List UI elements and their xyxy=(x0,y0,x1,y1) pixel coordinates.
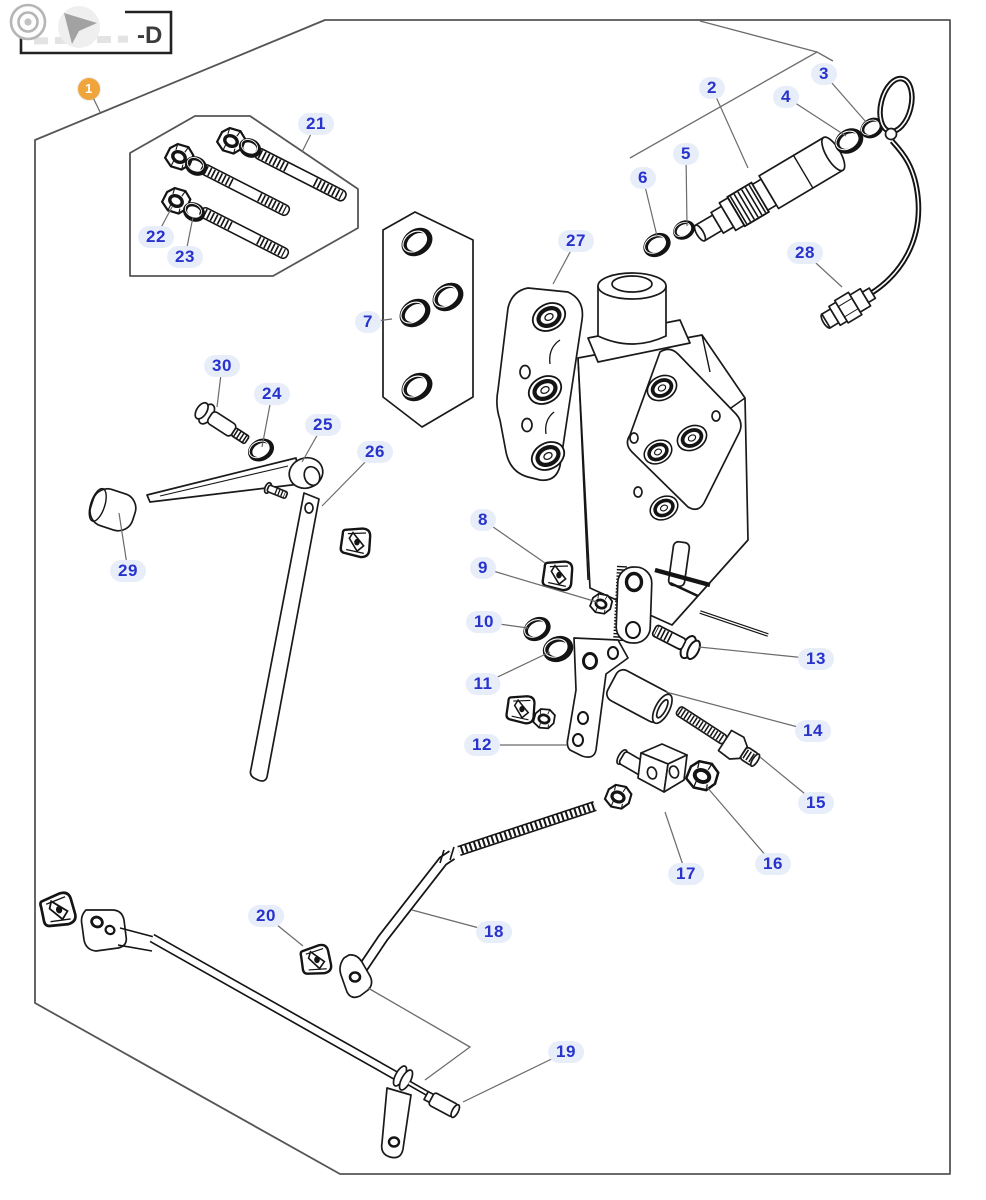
part-callout-23[interactable]: 23 xyxy=(167,246,203,268)
part-callout-22[interactable]: 22 xyxy=(138,226,174,248)
bushing-part-14 xyxy=(605,668,673,725)
connector-lanyard-part-28 xyxy=(820,75,922,329)
shoulder-bolt-part-30 xyxy=(194,401,250,445)
part-callout-27[interactable]: 27 xyxy=(558,230,594,252)
bent-rod-part-18 xyxy=(339,801,597,999)
adjuster-screw-part-15 xyxy=(675,706,761,767)
reference-suffix-text: -D xyxy=(137,22,162,49)
leader-line-9 xyxy=(482,567,598,603)
part-callout-18[interactable]: 18 xyxy=(476,921,512,943)
gasket-plate-part-7 xyxy=(382,211,474,428)
lever-part-25 xyxy=(146,456,324,503)
part-callout-9[interactable]: 9 xyxy=(470,557,496,579)
part-callout-16[interactable]: 16 xyxy=(755,853,791,875)
part-callout-10[interactable]: 10 xyxy=(466,611,502,633)
part-callout-30[interactable]: 30 xyxy=(204,355,240,377)
target-icon[interactable] xyxy=(9,3,47,41)
part-callout-29[interactable]: 29 xyxy=(110,560,146,582)
leader-line-19 xyxy=(462,1051,567,1103)
part-callout-7[interactable]: 7 xyxy=(355,311,381,333)
part-callout-26[interactable]: 26 xyxy=(357,441,393,463)
part-callout-17[interactable]: 17 xyxy=(668,863,704,885)
part-callout-6[interactable]: 6 xyxy=(630,167,656,189)
part-callout-11[interactable]: 11 xyxy=(465,673,501,695)
part-callout-15[interactable]: 15 xyxy=(798,792,834,814)
connection-bracket-lines xyxy=(367,987,472,1081)
valve-body xyxy=(577,272,769,644)
leader-line-2 xyxy=(711,87,749,169)
cartridge-valve-part-2 xyxy=(693,136,846,242)
part-callout-2[interactable]: 2 xyxy=(699,77,725,99)
link-part-26 xyxy=(249,492,320,782)
detent-pin xyxy=(654,540,769,637)
part-callout-14[interactable]: 14 xyxy=(795,720,831,742)
trunnion-block-part-17 xyxy=(601,743,688,814)
valve-top-cap xyxy=(597,272,667,345)
group-bracket-lines xyxy=(629,20,834,159)
part-callout-5[interactable]: 5 xyxy=(673,143,699,165)
part-callout-3[interactable]: 3 xyxy=(811,63,837,85)
assembly-badge-1[interactable]: 1 xyxy=(78,78,100,100)
rod-assembly-part-19 xyxy=(80,909,461,1159)
leader-line-14 xyxy=(665,691,814,732)
part-callout-4[interactable]: 4 xyxy=(773,86,799,108)
knob-part-29 xyxy=(88,487,137,532)
part-callout-24[interactable]: 24 xyxy=(254,383,290,405)
part-callout-8[interactable]: 8 xyxy=(470,509,496,531)
spool-and-clevis xyxy=(613,565,653,644)
part-callout-21[interactable]: 21 xyxy=(298,113,334,135)
part-callout-12[interactable]: 12 xyxy=(464,734,500,756)
hardware-kit-box xyxy=(129,115,359,277)
end-plate-part-27 xyxy=(496,287,584,482)
part-callout-28[interactable]: 28 xyxy=(787,242,823,264)
leader-line-13 xyxy=(698,646,817,660)
part-callout-25[interactable]: 25 xyxy=(305,414,341,436)
part-callout-13[interactable]: 13 xyxy=(798,648,834,670)
cursor-icon[interactable] xyxy=(58,6,100,48)
leader-line-5 xyxy=(685,153,688,227)
part-callout-20[interactable]: 20 xyxy=(248,905,284,927)
part-callout-19[interactable]: 19 xyxy=(548,1041,584,1063)
drawing-border xyxy=(34,19,951,1175)
leader-line-16 xyxy=(705,785,774,865)
bracket-part-12 xyxy=(566,637,629,758)
